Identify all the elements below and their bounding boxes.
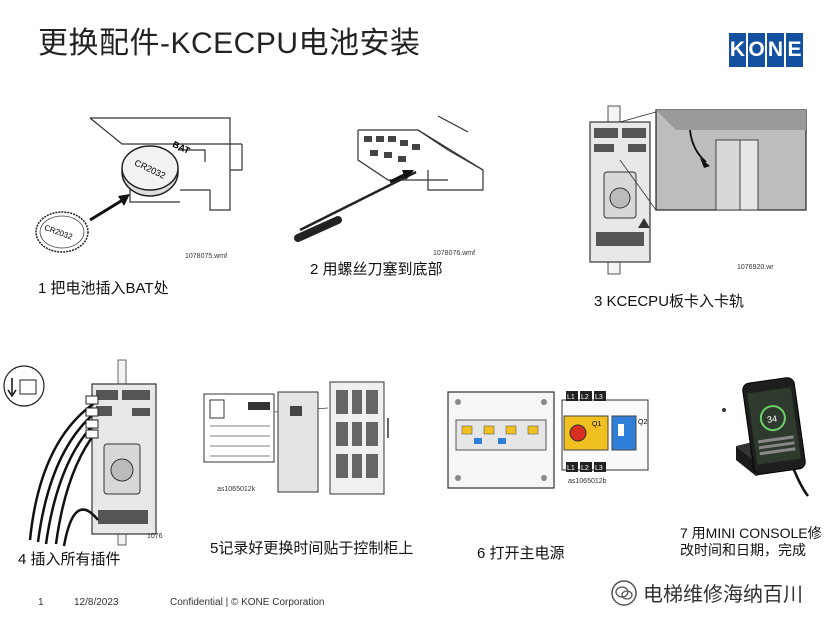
- step3-caption: 3 KCECPU板卡入卡轨: [594, 293, 745, 310]
- step1-battery-illustration: CR2032 BAT CR2032: [35, 117, 243, 253]
- logo-letter: E: [786, 33, 803, 67]
- step6-file-label: as1065012b: [568, 478, 607, 485]
- slide-title: 更换配件-KCECPU电池安装: [38, 27, 421, 60]
- breaker-label: L3: [595, 394, 603, 401]
- step2-screwdriver-illustration: [294, 115, 484, 242]
- wechat-icon: [611, 579, 637, 606]
- phone-value: 34: [766, 414, 777, 425]
- footer-date: 12/8/2023: [74, 597, 119, 608]
- footer-confidential: Confidential | © KONE Corporation: [170, 597, 325, 608]
- breaker-label: L1: [567, 465, 575, 472]
- step7-console-illustration: 34: [722, 377, 809, 497]
- step2-file-label: 1078076.wmf: [433, 250, 476, 257]
- step4-connectors-illustration: [3, 359, 157, 547]
- step1-caption: 1 把电池插入BAT处: [38, 280, 169, 297]
- kone-logo: K O N E: [729, 33, 803, 67]
- step7-caption: 7 用MINI CONSOLE修改时间和日期，完成: [680, 525, 822, 558]
- switch-label: Q2: [638, 419, 647, 426]
- step5-file-label: as1065012k: [217, 486, 256, 493]
- logo-letter: N: [767, 33, 784, 67]
- step1-file-label: 1078075.wmf: [185, 253, 228, 260]
- step6-caption: 6 打开主电源: [477, 545, 565, 562]
- step5-label-illustration: [203, 381, 389, 495]
- step4-file-label: 1076: [147, 533, 163, 540]
- breaker-label: L1: [567, 394, 575, 401]
- step5-caption: 5记录好更换时间贴于控制柜上: [210, 540, 414, 557]
- switch-label: Q1: [592, 421, 601, 428]
- watermark: 电梯维修海纳百川: [611, 578, 803, 607]
- breaker-label: L2: [581, 465, 589, 472]
- logo-letter: O: [748, 33, 765, 67]
- breaker-label: L2: [581, 394, 589, 401]
- step3-board-illustration: [589, 105, 807, 275]
- step2-caption: 2 用螺丝刀塞到底部: [310, 261, 443, 278]
- watermark-text: 电梯维修海纳百川: [643, 584, 803, 606]
- slot-marking: BAT: [171, 139, 192, 156]
- step6-power-illustration: L1 L2 L3 L1 L2 L3 Q1 Q2: [447, 391, 649, 489]
- footer-page-number: 1: [38, 597, 44, 608]
- logo-letter: K: [729, 33, 746, 67]
- step4-caption: 4 插入所有插件: [18, 551, 121, 568]
- breaker-label: L3: [595, 465, 603, 472]
- step3-file-label: 1076920.wr: [737, 264, 774, 271]
